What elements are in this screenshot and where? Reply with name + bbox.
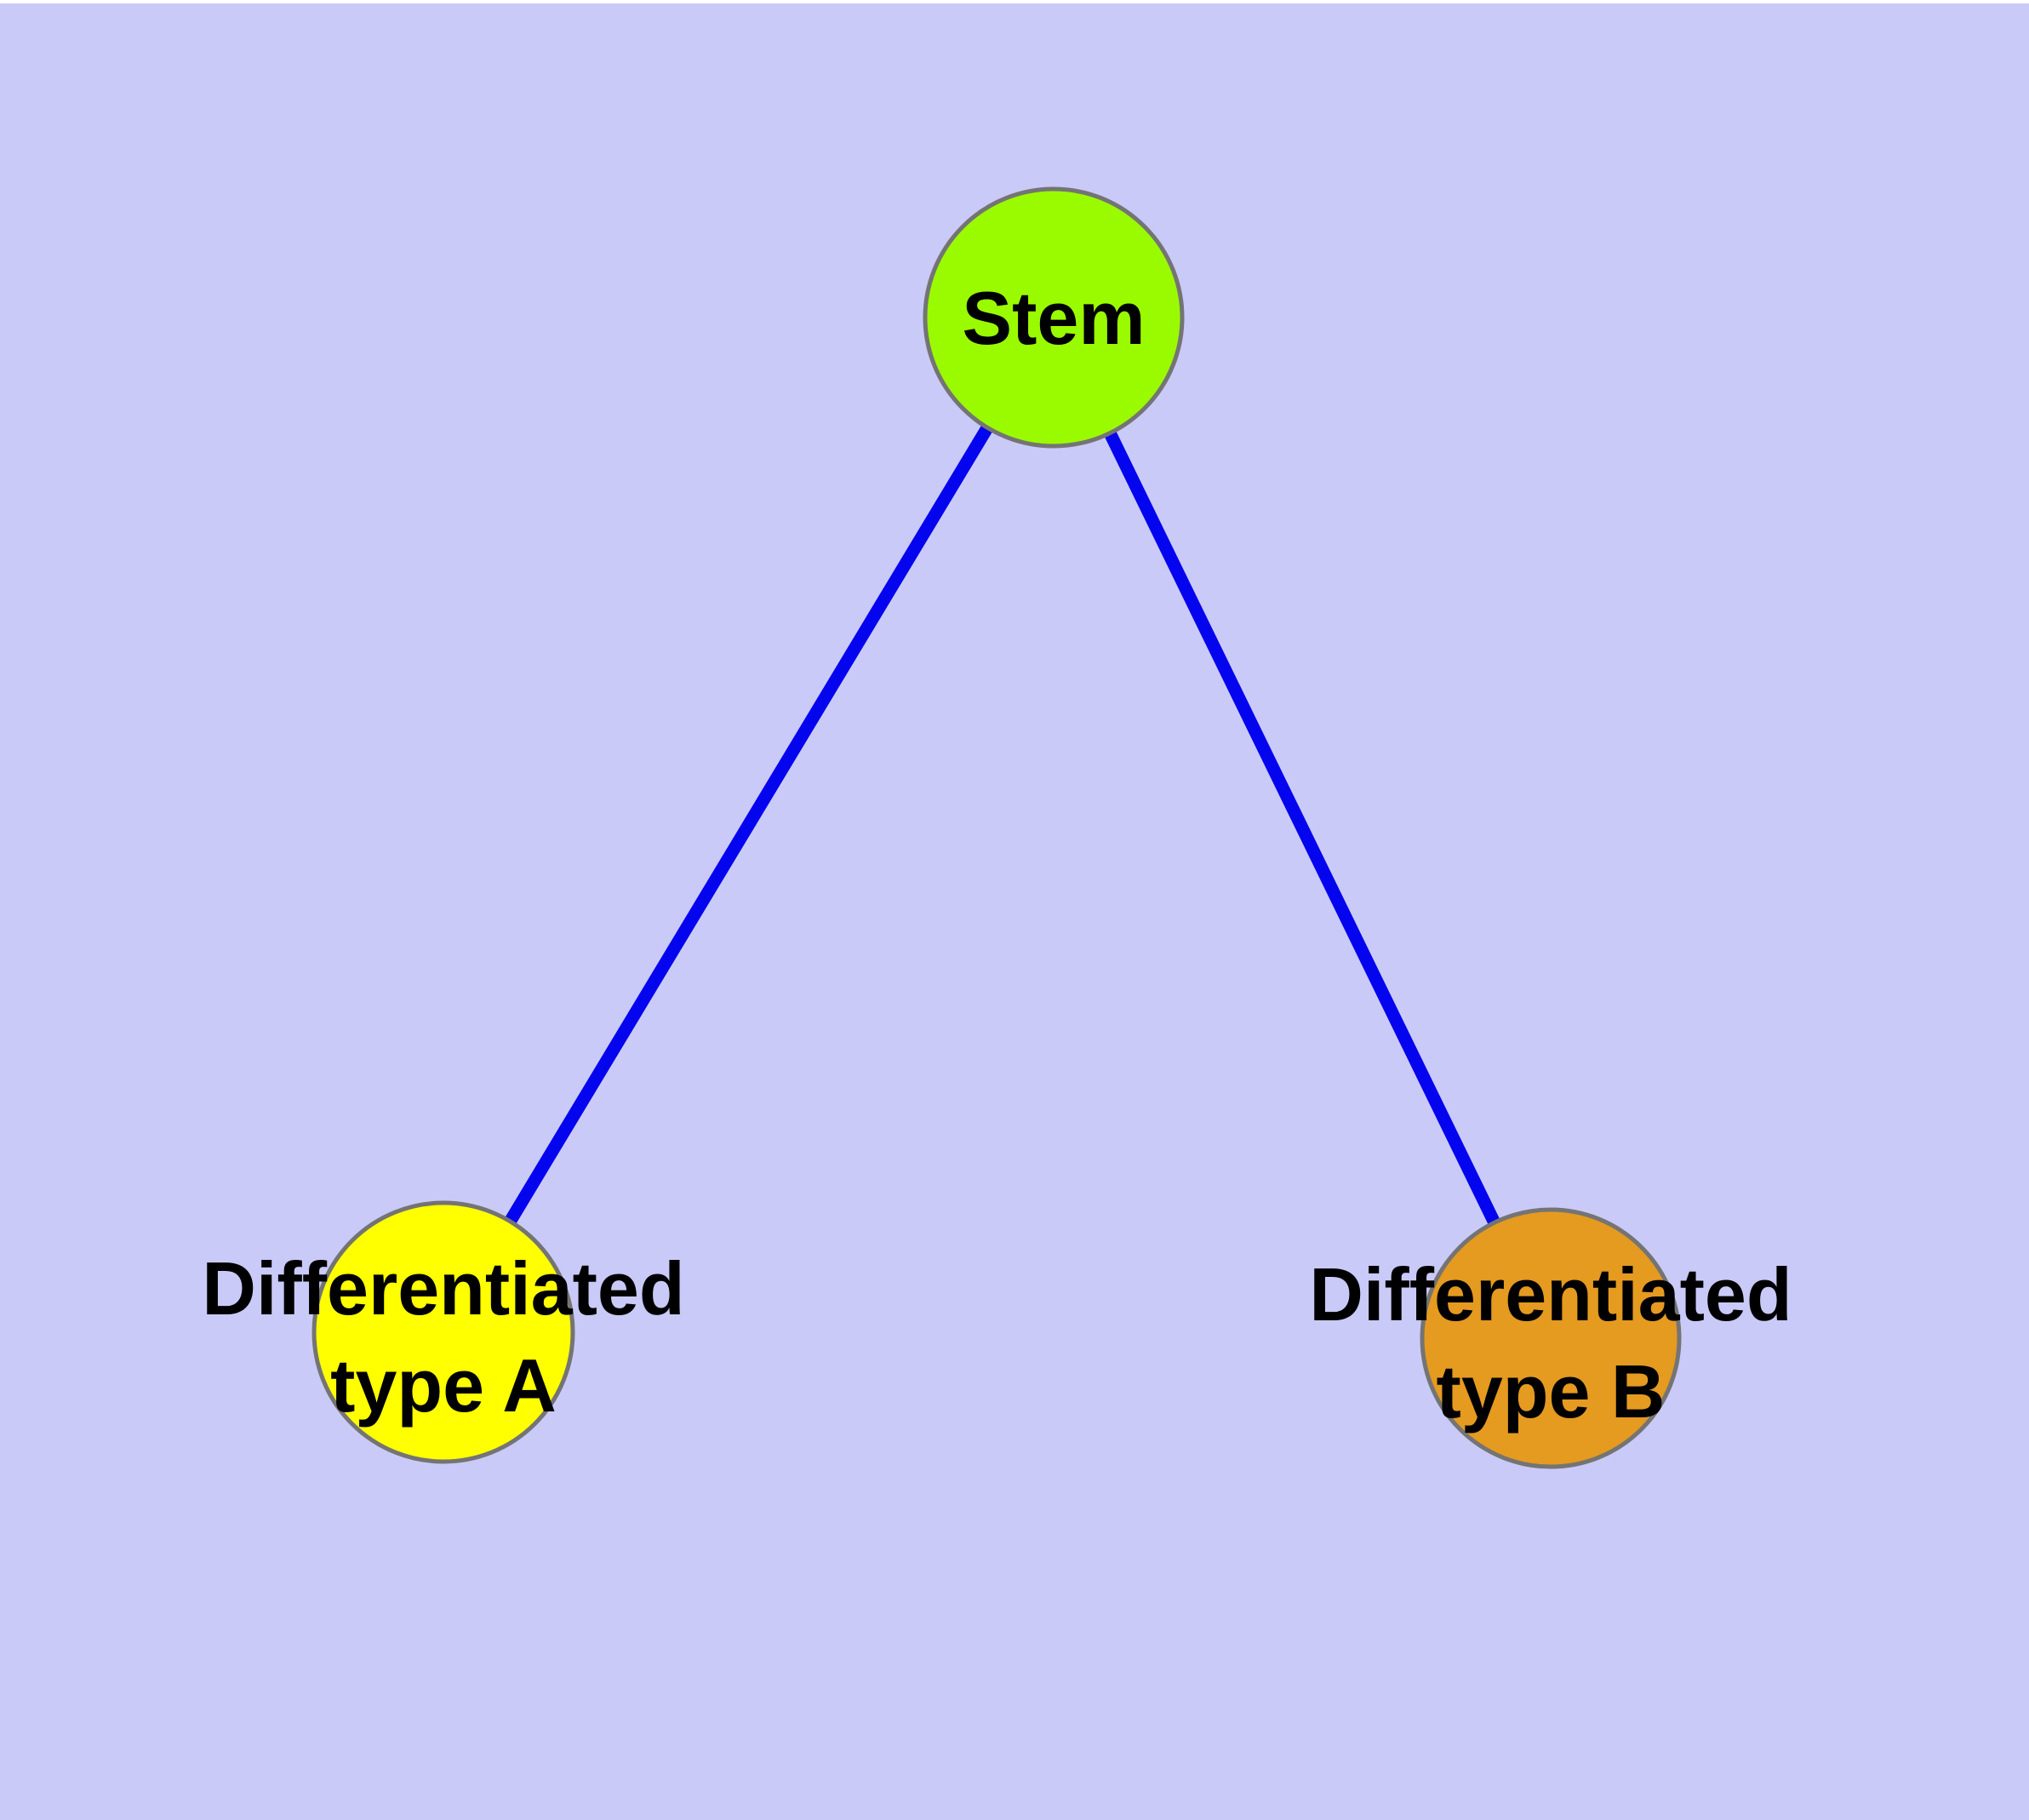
node-differentiated-type-b: Differentiated type B <box>1309 1207 1792 1469</box>
node-differentiated-type-b-label-line1: Differentiated <box>1309 1252 1792 1336</box>
node-differentiated-type-a: Differentiated type A <box>202 1200 685 1464</box>
node-differentiated-type-a-label-line2: type A <box>330 1343 557 1428</box>
node-differentiated-type-a-circle <box>311 1200 575 1464</box>
node-stem: Stem <box>923 186 1185 449</box>
edge-stem-to-type-b <box>1048 314 1557 1342</box>
node-differentiated-type-a-label-line1: Differentiated <box>202 1246 684 1331</box>
node-differentiated-type-b-circle <box>1420 1207 1682 1469</box>
edge-stem-to-type-a <box>437 314 1060 1336</box>
node-differentiated-type-b-label-line2: type B <box>1437 1349 1666 1434</box>
node-stem-label: Stem <box>962 276 1145 360</box>
node-stem-circle <box>923 186 1185 449</box>
